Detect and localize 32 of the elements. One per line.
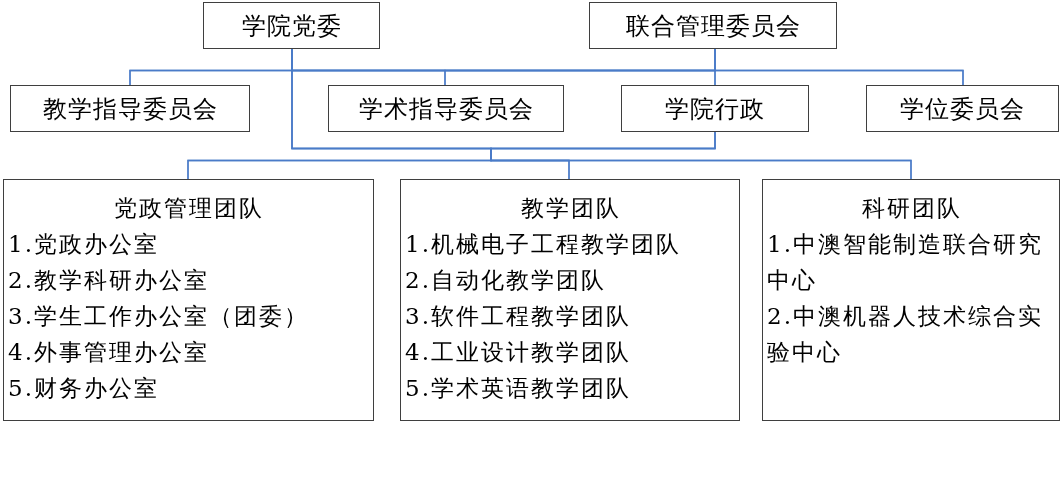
team-box	[762, 179, 1060, 421]
team-heading: 教学团队	[520, 194, 621, 223]
list-item: 4.外事管理办公室	[8, 338, 209, 367]
org-box	[328, 85, 564, 132]
list-item: 3.软件工程教学团队	[405, 302, 631, 331]
list-item: 5.财务办公室	[8, 374, 159, 403]
team-heading: 科研团队	[861, 194, 962, 223]
unit-label: 教学指导委员会	[42, 93, 218, 124]
connector-line	[490, 131, 912, 180]
unit-label: 学院行政	[665, 93, 765, 124]
team-heading: 党政管理团队	[114, 194, 264, 223]
team-box	[400, 179, 740, 421]
org-box	[866, 85, 1059, 132]
list-item: 2.中澳机器人技术综合实验中心	[767, 302, 1044, 367]
org-box	[10, 85, 250, 132]
list-item: 1.党政办公室	[8, 230, 159, 259]
unit-label: 学院党委	[241, 10, 342, 41]
list-item: 2.教学科研办公室	[8, 266, 209, 295]
list-item: 1.中澳智能制造联合研究中心	[767, 230, 1044, 295]
list-item: 4.工业设计教学团队	[405, 338, 631, 367]
unit-label: 联合管理委员会	[625, 10, 801, 41]
list-item: 5.学术英语教学团队	[405, 374, 631, 403]
org-box	[621, 85, 809, 132]
unit-label: 学位委员会	[900, 93, 1025, 124]
org-box	[203, 2, 380, 49]
list-item: 1.机械电子工程教学团队	[405, 230, 681, 259]
connector-line	[714, 48, 964, 86]
list-item: 2.自动化教学团队	[405, 266, 606, 295]
unit-label: 学术指导委员会	[358, 93, 534, 124]
list-item: 3.学生工作办公室（团委）	[8, 302, 309, 331]
org-box	[589, 2, 837, 49]
team-box	[3, 179, 374, 421]
